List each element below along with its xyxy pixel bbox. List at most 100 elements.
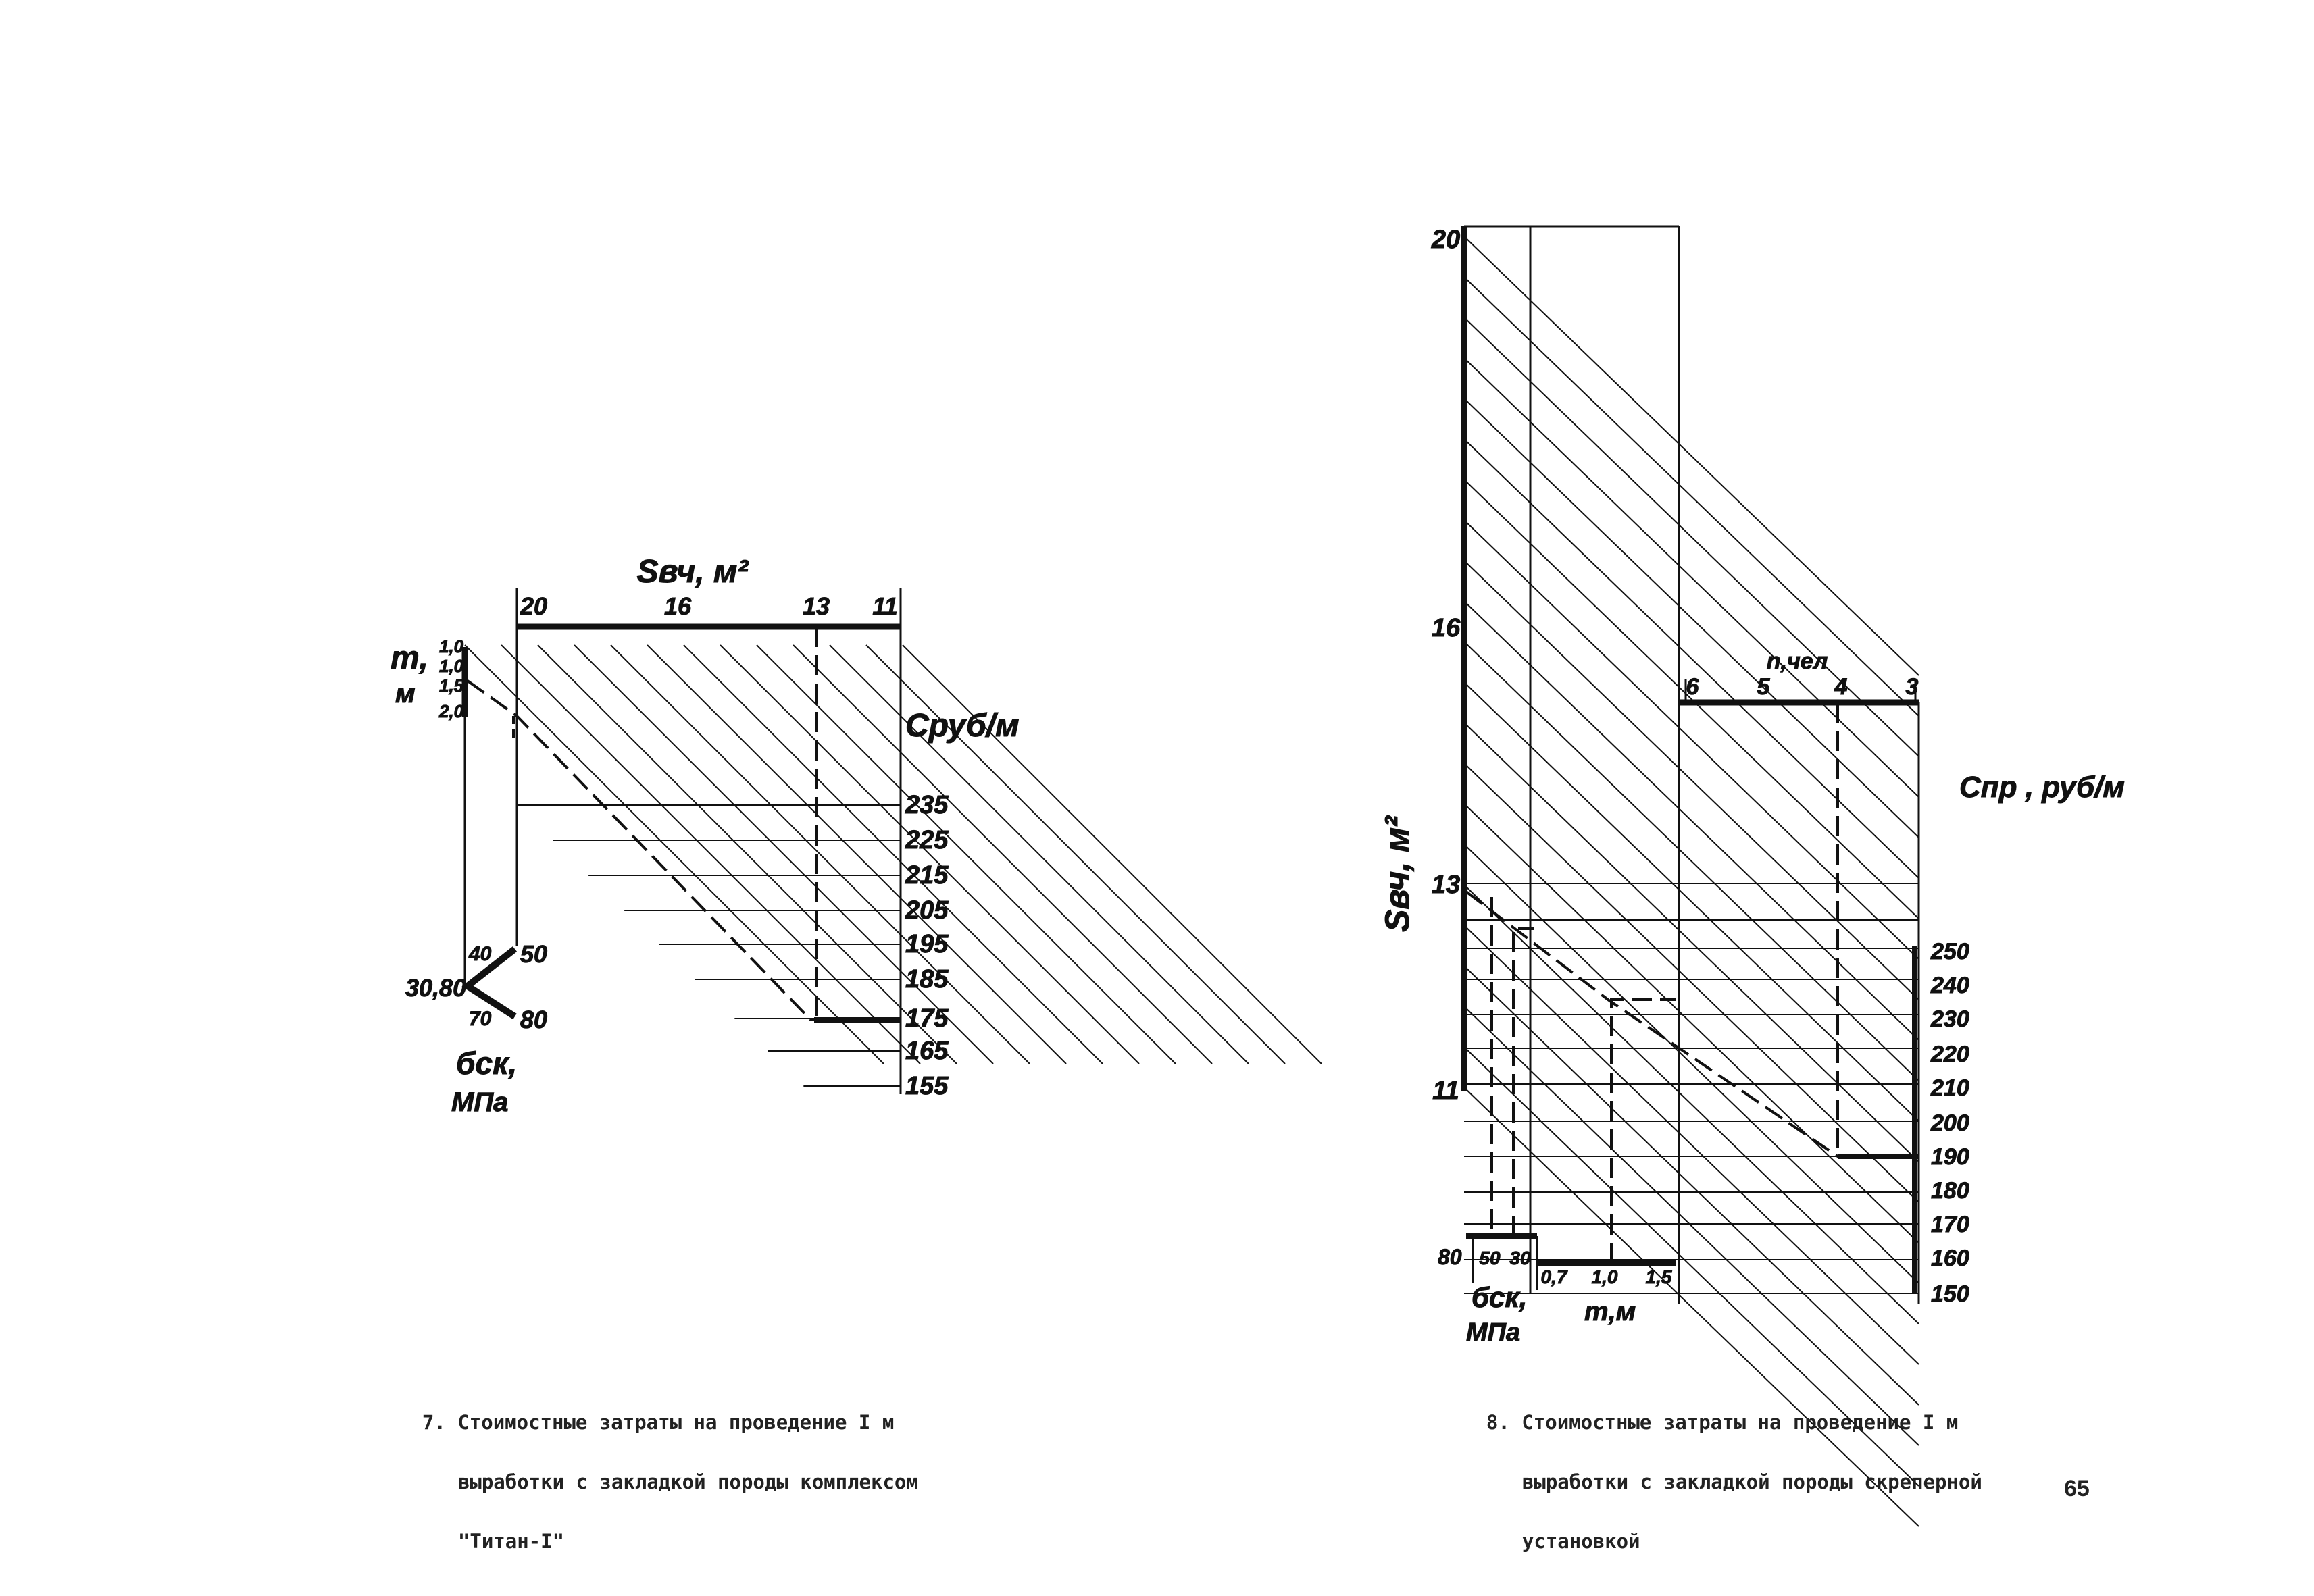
hatch-line	[501, 644, 921, 1064]
figure-8-cost-tick-label: 170	[1931, 1212, 1969, 1237]
figure-8-caption: 8. Стоимостные затраты на проведение I м…	[1463, 1378, 1982, 1556]
figure-7-thickness-title: m,	[391, 640, 428, 676]
figure-8-thickness-title: m,м	[1584, 1297, 1636, 1327]
hatch-line	[647, 644, 1067, 1064]
figure-8-strength-tick-label: 30	[1509, 1247, 1531, 1268]
figure-7-cost-title: Cруб/м	[905, 708, 1020, 744]
figure-8-area-tick-labels: 20 16 13 11	[1430, 226, 1461, 1106]
hatch-line	[756, 644, 1176, 1064]
hatch-line	[464, 644, 884, 1064]
figure-8-diagonal-hatching	[1463, 236, 1919, 1527]
figure-7-cost-tick-label: 205	[905, 896, 949, 925]
figure-7-area-tick-label: 13	[803, 592, 830, 620]
figure-8-caption-line: Стоимостные затраты на проведение I м	[1521, 1411, 1959, 1434]
figure-7-thickness-unit: м	[395, 679, 416, 709]
figure-8-cost-tick-label: 160	[1931, 1245, 1969, 1271]
hatch-line	[574, 644, 994, 1064]
hatch-line	[1463, 317, 1919, 757]
hatch-line	[829, 644, 1249, 1064]
hatch-line	[1463, 560, 1919, 1000]
figure-7-area-tick-label: 20	[520, 592, 547, 620]
figure-8-dashed-strength-path	[1512, 927, 1534, 1236]
hatch-line	[1463, 1046, 1919, 1487]
figure-8-caption-line: установкой	[1521, 1530, 1640, 1553]
figure-7-strength-tick-label: 30,80	[405, 974, 466, 1002]
figure-8-strength-tick-label: 50	[1479, 1247, 1501, 1268]
figure-8-caption-number: 8.	[1486, 1411, 1510, 1434]
figure-7-nomogram: Sвч, м² 20 16 13 11 Cруб/м 2352252152051…	[391, 554, 1322, 1118]
hatch-line	[902, 644, 1322, 1064]
figure-7-thickness-tick-label: 1,5	[439, 675, 464, 696]
figure-7-thickness-tick-label: 1,0	[439, 656, 464, 676]
hatch-line	[683, 644, 1103, 1064]
hatch-line	[1463, 438, 1919, 879]
hatch-line	[1463, 600, 1919, 1041]
figure-7-strength-tick-label: 70	[469, 1008, 492, 1030]
hatch-line	[1463, 479, 1919, 919]
figure-8-caption-line: выработки с закладкой породы скреперной	[1521, 1470, 1982, 1493]
figure-8-area-title: Sвч, м²	[1378, 815, 1416, 932]
figure-8-workers-tick-label: 6	[1686, 674, 1700, 700]
page-number: 65	[2064, 1476, 2090, 1501]
hatch-line	[1463, 722, 1919, 1162]
figure-8-thickness-tick-label: 1,0	[1592, 1266, 1618, 1287]
figure-8-strength-unit: МПа	[1466, 1318, 1520, 1347]
hatch-line	[720, 644, 1140, 1064]
figure-7-cost-tick-label: 225	[905, 826, 949, 854]
figure-7-thickness-tick-label: 1,0	[439, 636, 464, 657]
hatch-line	[1463, 681, 1919, 1122]
figure-7-caption-line: выработки с закладкой породы комплексом	[457, 1470, 918, 1493]
hatch-line	[1463, 276, 1919, 717]
figure-8-cost-tick-label: 230	[1930, 1006, 1969, 1032]
figure-8-area-tick-label: 13	[1432, 871, 1460, 899]
hatch-line	[610, 644, 1030, 1064]
hatch-line	[1463, 641, 1919, 1081]
figure-7-area-title: Sвч, м²	[637, 554, 750, 590]
figure-7-diagonal-hatching	[464, 644, 1322, 1064]
hatch-line	[865, 644, 1286, 1064]
figure-7-cost-tick-label: 195	[905, 930, 949, 958]
figure-7-cost-tick-label: 155	[905, 1072, 949, 1100]
figure-8-workers-tick-label: 3	[1906, 674, 1919, 700]
figure-7-strength-tick-label: 80	[520, 1006, 547, 1033]
figure-8-thickness-tick-label: 1,5	[1646, 1266, 1672, 1287]
figure-8-dashed-thickness-path	[1610, 998, 1676, 1263]
figure-8-cost-tick-label: 150	[1931, 1281, 1969, 1307]
hatch-line	[1463, 519, 1919, 960]
hatch-line	[1463, 884, 1919, 1324]
hatch-line	[1463, 803, 1919, 1243]
figure-7-cost-grid-lines	[517, 804, 901, 1087]
figure-8-cost-tick-label: 220	[1930, 1041, 1969, 1067]
figure-8-cost-grid-lines	[1464, 883, 1919, 1294]
figure-8-cost-tick-label: 210	[1930, 1075, 1969, 1101]
figure-8-cost-tick-label: 180	[1931, 1178, 1969, 1204]
hatch-line	[1463, 925, 1919, 1365]
hatch-line	[1463, 236, 1919, 676]
figure-8-cost-tick-label: 190	[1931, 1144, 1969, 1170]
figure-7-caption-line: "Титан-I"	[457, 1530, 565, 1553]
figure-7-cost-tick-label: 235	[905, 791, 949, 819]
figure-7-cost-tick-label: 215	[905, 861, 949, 890]
figure-8-cost-tick-label: 240	[1930, 973, 1969, 998]
figure-8-area-tick-label: 20	[1431, 226, 1460, 254]
figure-7-caption-line: Стоимостные затраты на проведение I м	[457, 1411, 895, 1434]
figure-8-strength-title: бск,	[1472, 1281, 1527, 1313]
hatch-line	[1463, 965, 1919, 1406]
hatch-line	[1463, 398, 1919, 838]
figure-8-thickness-tick-label: 0,7	[1541, 1266, 1568, 1287]
figure-8-area-tick-label: 16	[1432, 614, 1461, 642]
figure-7-cost-tick-label: 185	[905, 965, 949, 994]
hatch-line	[1463, 844, 1919, 1284]
figure-8-strength-tick-label: 80	[1438, 1245, 1462, 1269]
figure-7-thickness-tick-label: 2,0	[438, 701, 464, 721]
figure-7-strength-title: бск,	[456, 1046, 517, 1081]
figure-8-area-tick-label: 11	[1432, 1077, 1459, 1105]
figure-8-workers-tick-label: 4	[1834, 674, 1848, 700]
hatch-line	[1463, 1087, 1919, 1527]
hatch-line	[793, 644, 1213, 1064]
figure-7-strength-tick-label: 50	[520, 940, 547, 968]
figure-7-caption: 7. Стоимостные затраты на проведение I м…	[399, 1378, 918, 1556]
